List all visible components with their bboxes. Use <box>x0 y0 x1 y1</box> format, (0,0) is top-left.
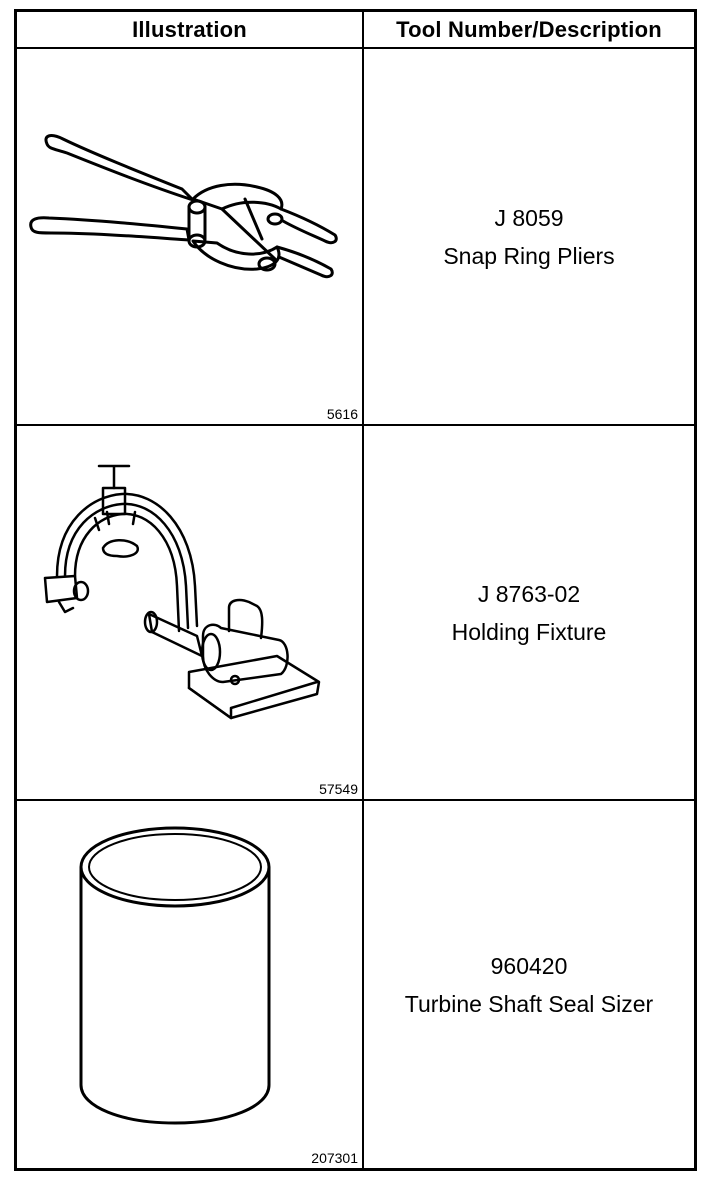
row-divider <box>17 424 694 426</box>
illustration-cell: 57549 <box>17 426 362 799</box>
description-cell: J 8763-02 Holding Fixture <box>364 426 694 799</box>
tool-description: Holding Fixture <box>451 618 607 645</box>
snap-ring-pliers-drawing <box>29 134 338 279</box>
tool-number: 960420 <box>490 952 568 979</box>
description-cell: 960420 Turbine Shaft Seal Sizer <box>364 801 694 1168</box>
figure-number: 207301 <box>311 1150 358 1166</box>
description-cell: J 8059 Snap Ring Pliers <box>364 49 694 424</box>
tool-number: J 8059 <box>494 204 564 231</box>
tool-description: Snap Ring Pliers <box>443 242 615 269</box>
row-divider <box>17 799 694 801</box>
column-divider <box>362 12 364 1168</box>
figure-number: 5616 <box>326 406 358 422</box>
tool-description: Turbine Shaft Seal Sizer <box>404 990 654 1017</box>
tool-table: Illustration Tool Number/Description 561… <box>14 9 697 1171</box>
tool-number: J 8763-02 <box>477 580 581 607</box>
seal-sizer-cylinder-drawing <box>79 826 271 1125</box>
illustration-cell: 5616 <box>17 49 362 424</box>
illustration-cell: 207301 <box>17 801 362 1168</box>
figure-number: 57549 <box>319 781 358 797</box>
holding-fixture-drawing <box>43 464 321 720</box>
header-tool-description: Tool Number/Description <box>396 16 662 42</box>
header-divider <box>17 47 694 49</box>
header-illustration: Illustration <box>132 16 247 42</box>
